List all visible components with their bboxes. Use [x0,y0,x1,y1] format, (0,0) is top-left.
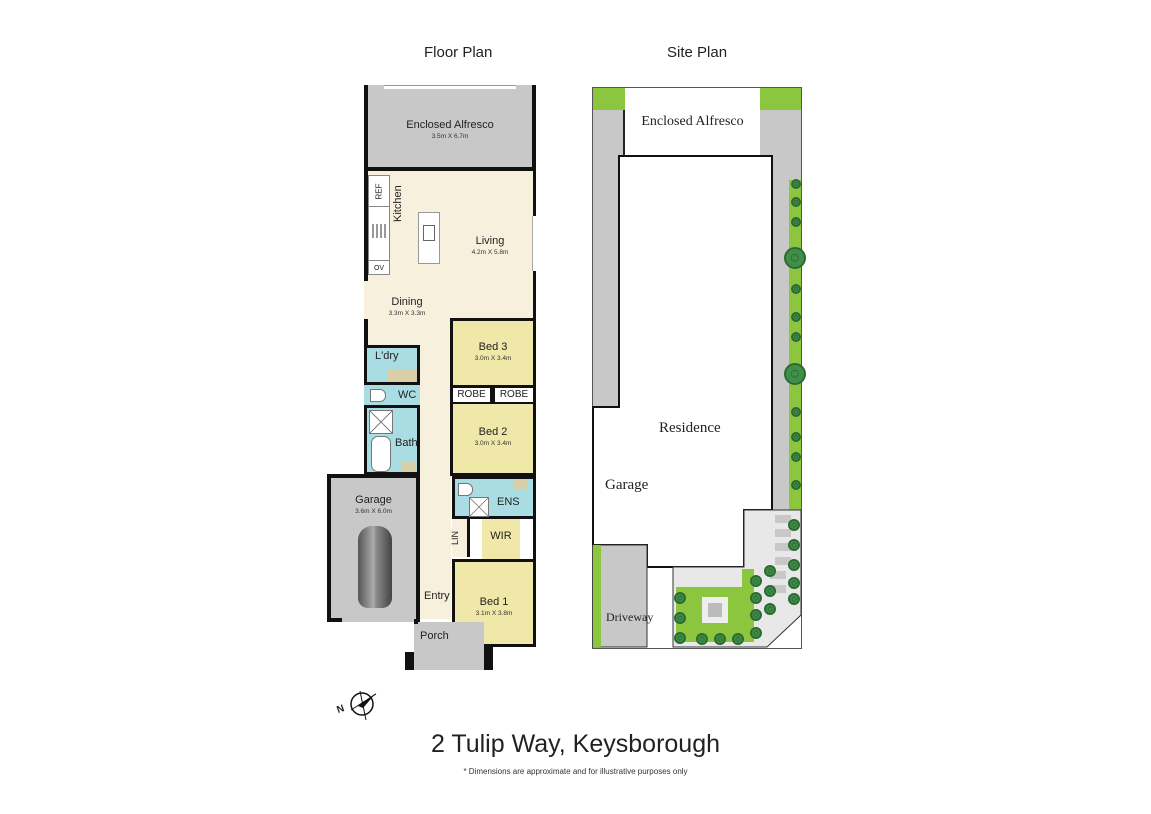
kitchen-island [418,212,440,264]
tree-icon [750,592,762,604]
lawn-top-left [593,88,625,110]
room-robe-left: ROBE [450,385,493,405]
site-label-enclosed-alfresco: Enclosed Alfresco [641,114,744,129]
room-dims-garage: 3.6m X 6.0m [355,508,392,516]
tree-icon [791,332,801,342]
cooktop-icon [372,224,386,238]
kitchen-bench: REF OV [368,175,390,275]
car-icon [358,526,392,608]
tree-icon [791,284,801,294]
oven-label: OV [369,260,389,276]
bathtub-icon [371,436,391,472]
room-ensuite: ENS [452,476,536,519]
room-dims-enclosed-alfresco: 3.5m X 6.7m [431,133,469,141]
property-address: 2 Tulip Way, Keysborough [430,730,721,758]
room-garage: Garage 3.6m X 6.0m [327,474,420,622]
residence-outline [592,155,802,648]
tree-icon [791,197,801,207]
room-label-garage: Garage [355,494,392,506]
site-label-driveway: Driveway [606,610,654,624]
tree-icon [788,539,800,551]
room-laundry: L'dry [364,345,420,385]
sink-icon [423,225,435,241]
room-label-enclosed-alfresco: Enclosed Alfresco [406,119,494,131]
tree-icon [791,452,801,462]
room-porch: Porch [414,622,484,670]
site-plan: Enclosed Alfresco Residence Garage Drive… [592,87,806,649]
lawn-top-right [760,88,801,110]
tree-icon [788,559,800,571]
tree-icon [791,179,801,189]
room-label-kitchen: Kitchen [392,185,404,222]
room-label-entry: Entry [424,590,450,602]
tree-icon [788,519,800,531]
room-dims-bed-2: 3.0m X 3.4m [474,440,512,448]
room-robe-right: ROBE [492,385,536,405]
room-label-living: Living [475,235,505,247]
vanity-icon [513,479,527,489]
room-label-wir: WIR [482,519,520,559]
disclaimer: * Dimensions are approximate and for ill… [463,767,688,776]
tree-icon [714,633,726,645]
room-dims-living: 4.2m X 5.8m [471,249,509,257]
vanity-icon [401,462,415,472]
room-dims-bed-3: 3.0m X 3.4m [474,355,512,363]
shower-icon [469,497,489,517]
tree-icon [788,577,800,589]
room-label-laundry: L'dry [375,350,399,362]
room-label-dining: Dining [391,296,423,308]
tree-icon [784,247,806,269]
fridge-label: REF [374,183,384,199]
tree-icon [784,363,806,385]
tree-icon [750,609,762,621]
room-linen: LIN [450,519,470,557]
tree-icon [674,612,686,624]
tree-icon [791,217,801,227]
tree-icon [791,407,801,417]
room-label-wc: WC [398,389,417,401]
tree-icon [764,565,776,577]
room-dims-dining: 3.3m X 3.3m [388,310,426,318]
tree-icon [791,480,801,490]
room-label-linen: LIN [450,530,461,546]
tree-icon [791,312,801,322]
site-label-residence: Residence [659,420,721,436]
floor-plan: Enclosed Alfresco 3.5m X 6.7m REF OV Kit… [0,0,560,700]
tree-icon [674,592,686,604]
site-plan-heading: Site Plan [667,44,728,61]
tree-icon [696,633,708,645]
room-dims-bed-1: 3.1m X 3.8m [475,610,513,618]
tree-icon [750,575,762,587]
compass-icon: N [335,688,384,722]
room-wir: WIR [470,519,536,559]
tree-icon [791,432,801,442]
site-label-garage: Garage [605,477,649,493]
room-living-dining [364,171,536,319]
shower-icon [369,410,393,434]
room-label-bed-2: Bed 2 [478,426,508,438]
room-label-bath: Bath [395,437,418,449]
floor-plan-heading: Floor Plan [424,44,493,61]
room-label-bed-1: Bed 1 [479,596,509,608]
room-label-ensuite: ENS [497,496,520,508]
tree-icon [788,593,800,605]
laundry-tub-icon [387,369,417,382]
tree-icon [750,627,762,639]
toilet-icon [458,483,473,496]
tree-icon [764,603,776,615]
room-enclosed-alfresco: Enclosed Alfresco 3.5m X 6.7m [364,85,536,171]
room-bath: Bath [364,405,420,475]
room-bed-3: Bed 3 3.0m X 3.4m [450,318,536,386]
room-wc: WC [364,385,420,405]
tree-icon [674,632,686,644]
tree-icon [732,633,744,645]
tree-icon [764,585,776,597]
room-label-porch: Porch [420,630,449,642]
room-label-bed-3: Bed 3 [478,341,508,353]
room-bed-2: Bed 2 3.0m X 3.4m [450,404,536,476]
toilet-icon [370,389,386,402]
